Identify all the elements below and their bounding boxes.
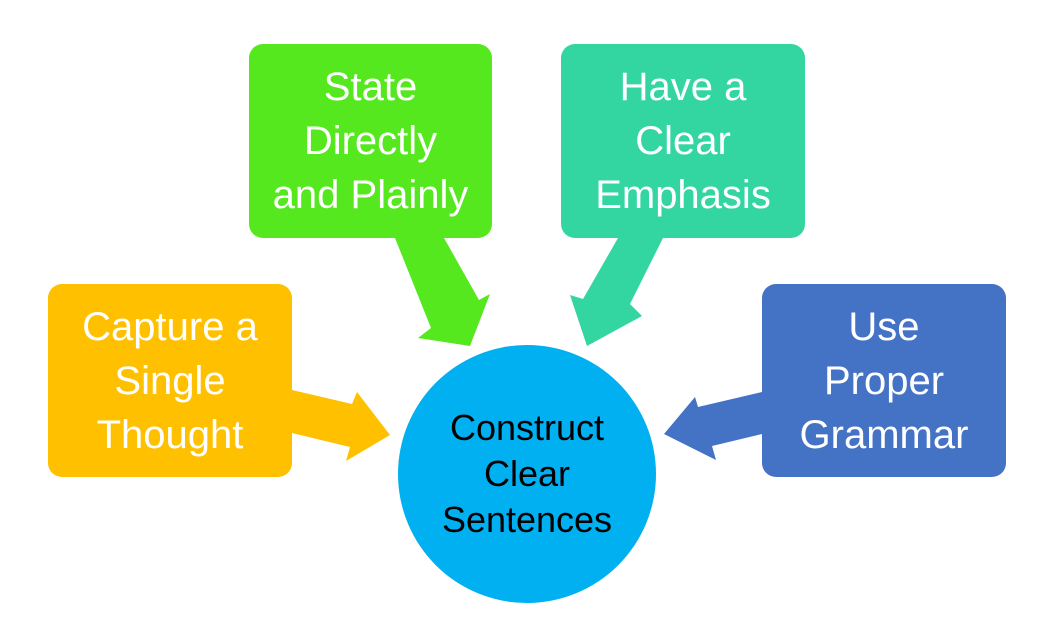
node-text-line: Use [848,304,920,349]
center-text-line: Clear [483,453,571,494]
arrow-capture-to-center [292,390,390,461]
node-text-line: State [323,65,418,109]
node-text-line: Emphasis [595,173,771,217]
node-text-line: Thought [96,412,244,457]
node-capture-single-thought: Capture a Single Thought [48,284,292,477]
arrow-state-to-center [395,238,490,346]
center-node-construct-clear-sentences: Construct Clear Sentences [398,345,656,603]
arrow-grammar-to-center [664,392,762,460]
node-text-line: Clear [635,119,731,163]
center-text-line: Construct [449,407,605,448]
node-text-line: Directly [303,119,438,163]
node-text-line: Single [114,358,226,403]
node-text-line: Grammar [799,412,969,457]
node-text-line: Proper [823,358,945,403]
node-state-directly-plainly: State Directly and Plainly [249,44,492,238]
center-text-line: Sentences [441,499,613,540]
node-text-line: Have a [619,65,747,109]
arrow-emphasis-to-center [570,238,663,346]
node-proper-grammar: Use Proper Grammar [762,284,1006,477]
node-text-line: Capture a [82,304,258,349]
node-clear-emphasis: Have a Clear Emphasis [561,44,805,238]
node-text-line: and Plainly [272,173,469,217]
